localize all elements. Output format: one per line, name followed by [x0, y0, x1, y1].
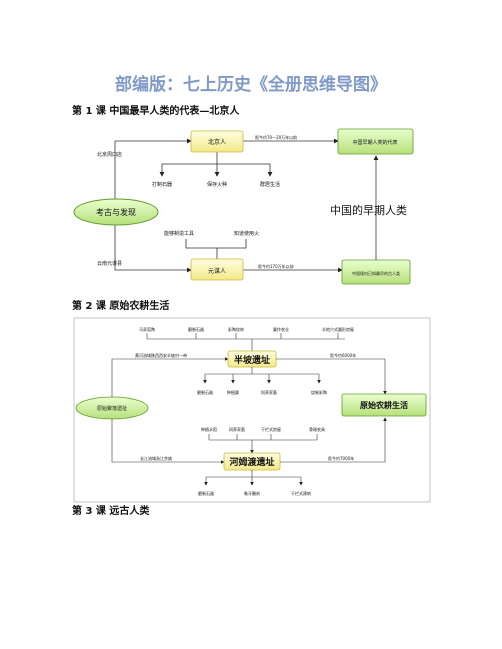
yuanmou-time: 距今约170万年以前: [258, 263, 294, 269]
known-earliest-node: [341, 259, 411, 285]
zaoqi-renlei-label: 中国的早期人类: [330, 203, 407, 217]
hemudu-location: 长江流域浙江余姚: [140, 455, 172, 461]
earliest-rep-label: 中国早期人类的代表: [352, 139, 397, 146]
yuanshi-site-label: 原始聚落遗址: [97, 405, 127, 412]
lesson3-heading: 第 3 课 远古人类: [72, 506, 150, 517]
trait-label: 保存火种: [207, 181, 227, 188]
yuanmou-label: 元谋人: [208, 267, 226, 275]
banpo-trait: 种植粟: [227, 389, 239, 395]
trait-label: 打制石器: [152, 181, 172, 188]
trait-label: 群居生活: [260, 181, 280, 188]
document-title: 部编版：七上历史《全册思维导图》: [115, 75, 387, 95]
nonggeng-node: [341, 393, 427, 417]
lesson2-heading: 第 2 课 原始农耕生活: [72, 301, 170, 312]
banpo-trait: 烧制彩陶: [311, 389, 327, 395]
hemudu-trait: 象牙雕刻: [244, 490, 260, 496]
hemudu-trait: 干栏式建筑: [291, 490, 311, 496]
hemudu-time: 距今约7000年: [328, 455, 354, 461]
hemudu-label: 河姆渡遗址: [229, 456, 274, 468]
beijing-location: 北京周口店: [97, 151, 122, 158]
lesson1-heading: 第 1 课 中国最早人类的代表—北京人: [72, 106, 240, 117]
earliest-rep-node: [337, 128, 414, 155]
yuanmou-trait: 能够制造工具: [164, 230, 194, 237]
hemudu-top-trait: 干栏式房屋: [261, 426, 281, 432]
kaogu-label: 考古与发现: [96, 207, 136, 217]
lesson2-diagram: 马家窑陶 磨制石器 彩陶纹饰 粟作农业 半地穴式圆形房屋 原始聚落遗址 黄河流域…: [73, 317, 431, 503]
beijingren-node: [190, 130, 244, 153]
kaogu-node: [73, 198, 159, 226]
banpo-label: 半坡遗址: [234, 354, 270, 366]
lesson1-diagram: 考古与发现 北京人 北京周口店 距今约70—20万年以前 中国早期人类的代表 打…: [73, 128, 414, 285]
yuanmou-node: [190, 258, 244, 281]
top-trait: 半地穴式圆形房屋: [322, 326, 354, 332]
beijingren-label: 北京人: [208, 138, 226, 146]
banpo-time: 距今约6000年: [330, 352, 356, 358]
hemudu-top-trait: 种植水稻: [201, 426, 217, 432]
hemudu-trait: 磨制石器: [198, 490, 214, 496]
yuanmou-location: 云南元谋县: [97, 260, 122, 267]
known-earliest-label: 中国境内已知最早的古人类: [352, 270, 400, 276]
hemudu-top-trait: 骨耜农具: [309, 426, 325, 432]
yuanmou-trait: 知道使用火: [234, 230, 259, 237]
nonggeng-label: 原始农耕生活: [360, 400, 408, 410]
top-trait: 磨制石器: [188, 326, 204, 332]
beijing-time: 距今约70—20万年以前: [255, 134, 297, 140]
top-trait: 彩陶纹饰: [228, 326, 244, 332]
hemudu-top-trait: 饲养家畜: [229, 426, 245, 432]
top-trait: 马家窑陶: [139, 326, 155, 332]
banpo-location: 黄河流域陕西西安半坡村一带: [135, 352, 187, 358]
banpo-trait: 磨制石器: [197, 389, 213, 395]
banpo-trait: 饲养家畜: [261, 389, 277, 395]
top-trait: 粟作农业: [273, 326, 289, 332]
